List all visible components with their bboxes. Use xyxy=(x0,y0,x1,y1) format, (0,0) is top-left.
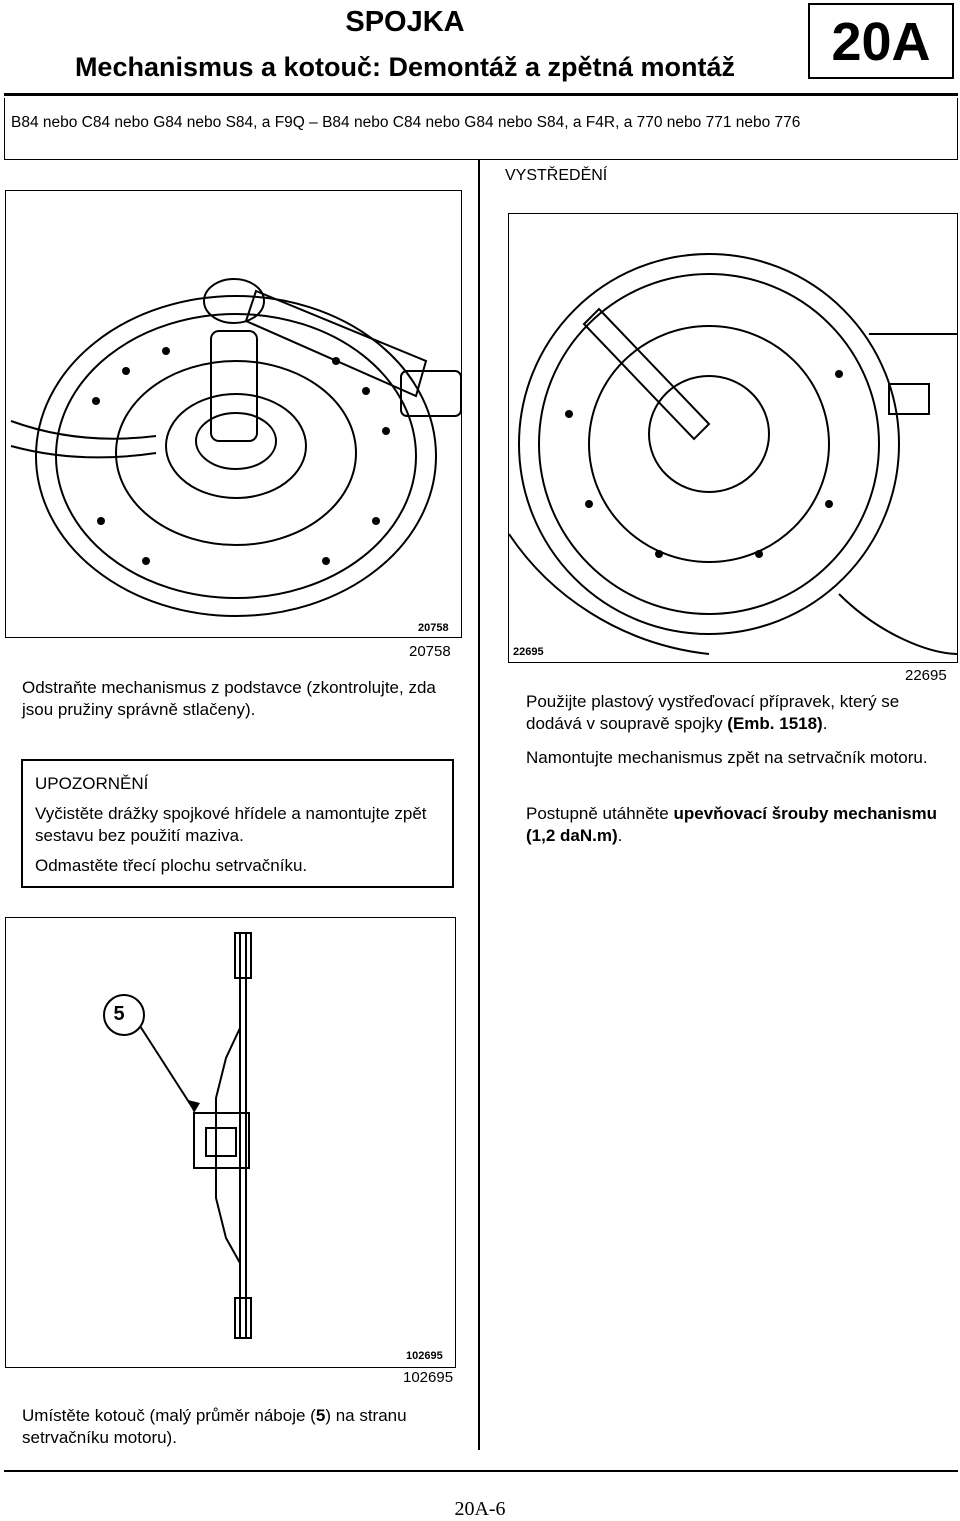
figure-tag: 20758 xyxy=(418,622,449,634)
page-title: Mechanismus a kotouč: Demontáž a zpětná … xyxy=(74,52,736,82)
warning-text: Vyčistěte drážky spojkové hřídele a namo… xyxy=(35,804,427,845)
instruction-text-refit: Namontujte mechanismus zpět na setrvační… xyxy=(526,748,928,767)
figure-centering-tool: 22695 xyxy=(508,213,958,663)
section-heading: VYSTŘEDĚNÍ xyxy=(505,167,608,184)
figure-disc-orientation: 102695 xyxy=(5,917,456,1368)
centering-tool-drawing xyxy=(509,253,957,655)
warning-text-degrease: Odmastěte třecí plochu setrvačníku. xyxy=(35,856,308,875)
figure-number: 22695 xyxy=(905,667,947,684)
text-run: . xyxy=(822,714,828,733)
column-divider xyxy=(478,160,480,1450)
footer-rule xyxy=(4,1470,958,1472)
callout-label-5: 5 xyxy=(113,1003,125,1025)
instruction-text: Odstraňte mechanismus z podstavce (zkont… xyxy=(22,678,436,719)
chapter-title: SPOJKA xyxy=(345,6,465,38)
figure-number: 102695 xyxy=(403,1369,454,1386)
instruction-text-tool: Použijte plastový vystřeďovací přípravek… xyxy=(526,691,956,735)
figure-number: 20758 xyxy=(409,643,451,660)
disc-section-drawing xyxy=(103,932,252,1339)
section-code-badge: 20A xyxy=(808,3,954,79)
text-run: Postupně utáhněte xyxy=(526,804,674,823)
instruction-text-disc: Umístěte kotouč (malý průměr náboje (5) … xyxy=(22,1405,462,1449)
applicability-box: B84 nebo C84 nebo G84 nebo S84, a F9Q – … xyxy=(4,98,958,160)
header-rule xyxy=(4,93,958,96)
warning-title: UPOZORNĚNÍ xyxy=(35,774,149,793)
instruction-text-torque: Postupně utáhněte upevňovací šrouby mech… xyxy=(526,803,956,847)
part-reference: 5 xyxy=(315,1406,326,1425)
page-number: 20A-6 xyxy=(454,1498,506,1520)
warning-box: UPOZORNĚNÍ Vyčistěte drážky spojkové hří… xyxy=(21,759,454,888)
text-run: . xyxy=(617,826,623,845)
text-run: Použijte plastový vystřeďovací přípravek… xyxy=(526,692,900,733)
tool-reference: (Emb. 1518) xyxy=(727,714,823,733)
text-run: ) na stranu setrvačníku motoru). xyxy=(22,1406,407,1447)
torque-value: upevňovací šrouby mechanismu (1,2 daN.m) xyxy=(526,804,938,845)
figure-tag: 102695 xyxy=(406,1350,443,1362)
figure-clutch-removal: 20758 xyxy=(5,190,462,638)
text-run: Umístěte kotouč (malý průměr náboje ( xyxy=(22,1406,316,1425)
clutch-removal-drawing xyxy=(10,278,461,617)
figure-tag: 22695 xyxy=(513,646,544,658)
